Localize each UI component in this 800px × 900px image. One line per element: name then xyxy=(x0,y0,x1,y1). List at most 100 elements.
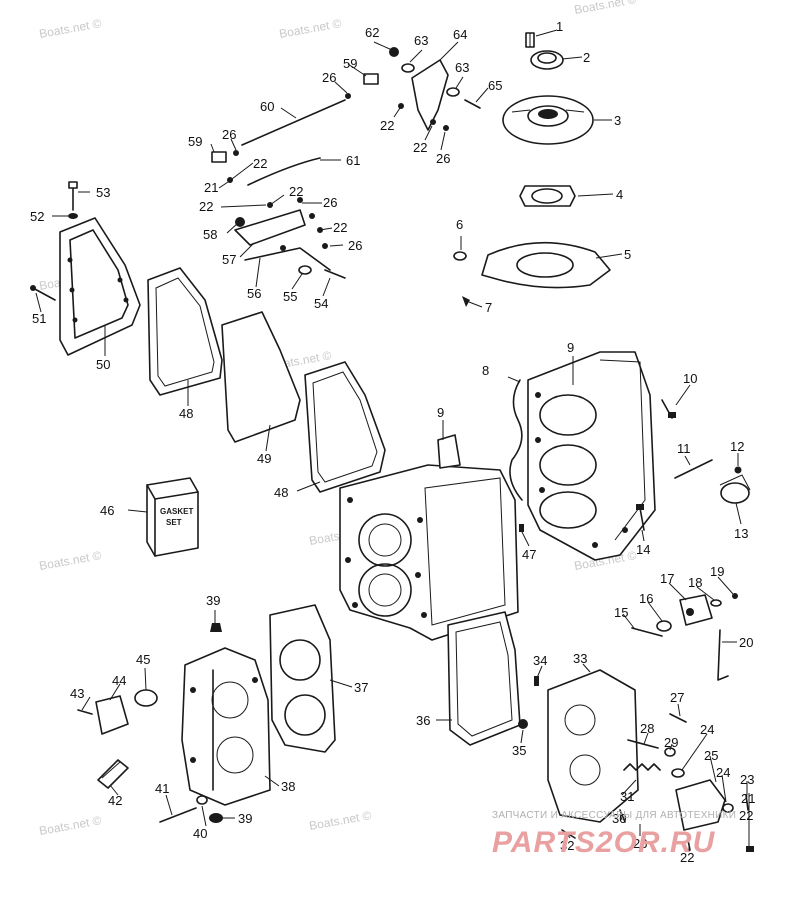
label-part-18: 18 xyxy=(688,575,702,590)
label-part-4: 4 xyxy=(616,187,623,202)
part-1-screw xyxy=(525,32,535,48)
label-part-1: 1 xyxy=(556,19,563,34)
label-part-39-bottom: 39 xyxy=(238,811,252,826)
label-part-63-a: 63 xyxy=(414,33,428,48)
brand-overlay: ЗАПЧАСТИ И АКСЕССУАРЫ ДЛЯ АВТОТЕХНИКИ PA… xyxy=(492,810,736,859)
label-part-22-a: 22 xyxy=(380,118,394,133)
watermark-text: Boats.net © xyxy=(38,16,103,41)
label-part-23: 23 xyxy=(740,772,754,787)
part-41-bolt xyxy=(159,807,197,823)
label-part-6: 6 xyxy=(456,217,463,232)
part-29-washer xyxy=(664,747,676,757)
label-part-7: 7 xyxy=(485,300,492,315)
label-part-51: 51 xyxy=(32,311,46,326)
label-part-38: 38 xyxy=(281,779,295,794)
label-part-37: 37 xyxy=(354,680,368,695)
part-15-bolt xyxy=(631,627,663,637)
label-part-20: 20 xyxy=(739,635,753,650)
label-part-33: 33 xyxy=(573,651,587,666)
part-59-clamp-a xyxy=(363,73,379,85)
part-18-washer xyxy=(710,599,722,607)
label-part-22-g: 22 xyxy=(680,850,694,865)
watermark-text: Boats.net © xyxy=(38,813,103,838)
part-21-nut xyxy=(746,846,754,852)
label-part-39-top: 39 xyxy=(206,593,220,608)
label-part-13: 13 xyxy=(734,526,748,541)
label-part-65: 65 xyxy=(488,78,502,93)
label-part-26-c: 26 xyxy=(222,127,236,142)
label-part-46: 46 xyxy=(100,503,114,518)
linkage-arm xyxy=(234,209,331,271)
part-10-bolt xyxy=(661,399,676,419)
part-4-gasket xyxy=(519,185,576,207)
label-part-22-h: 22 xyxy=(739,808,753,823)
part-12-nut xyxy=(734,466,742,474)
part-16-bushing xyxy=(656,620,672,632)
part-3-plate xyxy=(502,95,594,145)
label-part-26-f: 26 xyxy=(633,836,647,851)
label-part-59-a: 59 xyxy=(343,56,357,71)
part-25-valve-cover xyxy=(675,779,726,831)
part-52-washer xyxy=(68,213,78,219)
part-44-thermostat xyxy=(95,695,129,735)
label-part-24-b: 24 xyxy=(716,765,730,780)
small-nuts xyxy=(227,93,449,251)
label-part-26-e: 26 xyxy=(348,238,362,253)
label-part-5: 5 xyxy=(624,247,631,262)
label-part-27: 27 xyxy=(670,690,684,705)
part-30-screw xyxy=(619,809,626,823)
part-53-bolt xyxy=(68,181,78,211)
label-part-35: 35 xyxy=(512,743,526,758)
label-part-14: 14 xyxy=(636,542,650,557)
label-part-63-b: 63 xyxy=(455,60,469,75)
part-31-spring xyxy=(623,763,661,771)
watermark-text: Boats.net © xyxy=(308,808,373,833)
label-part-59-b: 59 xyxy=(188,134,202,149)
part-55-washer xyxy=(298,265,312,275)
part-14-screw xyxy=(636,504,645,531)
label-part-29: 29 xyxy=(664,735,678,750)
label-part-61: 61 xyxy=(346,153,360,168)
part-13-cover xyxy=(719,474,751,504)
part-60-rod xyxy=(241,99,346,146)
part-42-spark-plug xyxy=(97,759,129,789)
part-23-screw xyxy=(745,794,749,811)
part-5-cover xyxy=(481,241,611,289)
label-part-42: 42 xyxy=(108,793,122,808)
label-part-22-e: 22 xyxy=(199,199,213,214)
part-58-nut xyxy=(235,217,245,227)
label-part-36: 36 xyxy=(416,713,430,728)
part-61-spring xyxy=(247,157,321,186)
leader-lines xyxy=(35,29,750,852)
part-32-bolt xyxy=(561,829,576,839)
label-part-2: 2 xyxy=(583,50,590,65)
watermark-text: Boats.net © xyxy=(278,16,343,41)
part-36-gasket xyxy=(447,611,521,746)
part-62-nut xyxy=(389,47,399,57)
label-part-9-front: 9 xyxy=(437,405,444,420)
label-part-53: 53 xyxy=(96,185,110,200)
label-part-19: 19 xyxy=(710,564,724,579)
part-48-gasket-upper xyxy=(147,267,223,396)
part-37-head-gasket xyxy=(269,604,336,753)
part-6-washer xyxy=(453,251,467,261)
label-part-21-top: 21 xyxy=(204,180,218,195)
label-part-56: 56 xyxy=(247,286,261,301)
gasket-set-text-2: SET xyxy=(166,518,182,527)
brand-logo: PARTS2OR.RU xyxy=(492,826,716,859)
label-part-62: 62 xyxy=(365,25,379,40)
part-19-nut xyxy=(732,593,738,599)
label-part-21-bottom: 21 xyxy=(741,791,755,806)
brand-tagline: ЗАПЧАСТИ И АКСЕССУАРЫ ДЛЯ АВТОТЕХНИКИ xyxy=(492,810,736,821)
label-part-41: 41 xyxy=(155,781,169,796)
part-59-clamp-b xyxy=(211,151,227,163)
label-part-48-upper: 48 xyxy=(179,406,193,421)
label-part-26-b: 26 xyxy=(436,151,450,166)
part-35-plug xyxy=(518,719,528,729)
watermark-text: Boats.net © xyxy=(38,548,103,573)
part-39-plug-bottom xyxy=(209,813,223,823)
part-46-gasket-set-box: GASKET SET xyxy=(146,477,199,557)
label-part-17: 17 xyxy=(660,571,674,586)
label-part-31: 31 xyxy=(620,789,634,804)
part-49-plate xyxy=(221,311,301,443)
